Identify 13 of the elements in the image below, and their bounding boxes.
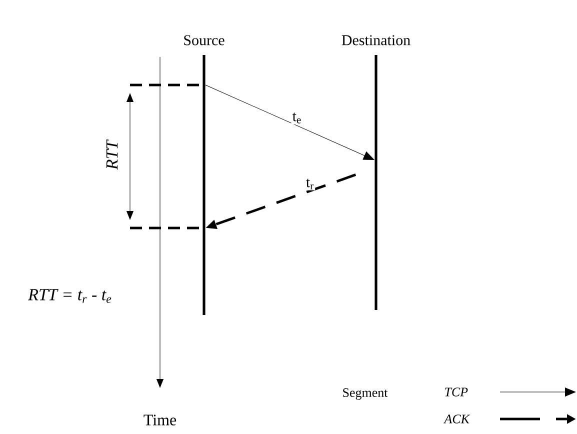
node-label: Destination (342, 35, 410, 46)
legend-text: TCP (445, 388, 468, 396)
legend-heading: Segment (343, 388, 388, 400)
edge-label: t$_{e}$ (291, 112, 303, 124)
legend-text: ACK (444, 414, 470, 424)
lifeline: Destination (342, 35, 410, 310)
node-label: Source (184, 35, 224, 46)
arrow (205, 84, 374, 160)
edge-label: t$_{r}$ (304, 178, 316, 190)
rtt-label: RTT (106, 139, 118, 170)
lifeline: Source (184, 35, 224, 315)
axis-label: Time (144, 414, 176, 426)
formula: RTT = t$_{r}$ - t$_{e}$ (28, 289, 112, 303)
